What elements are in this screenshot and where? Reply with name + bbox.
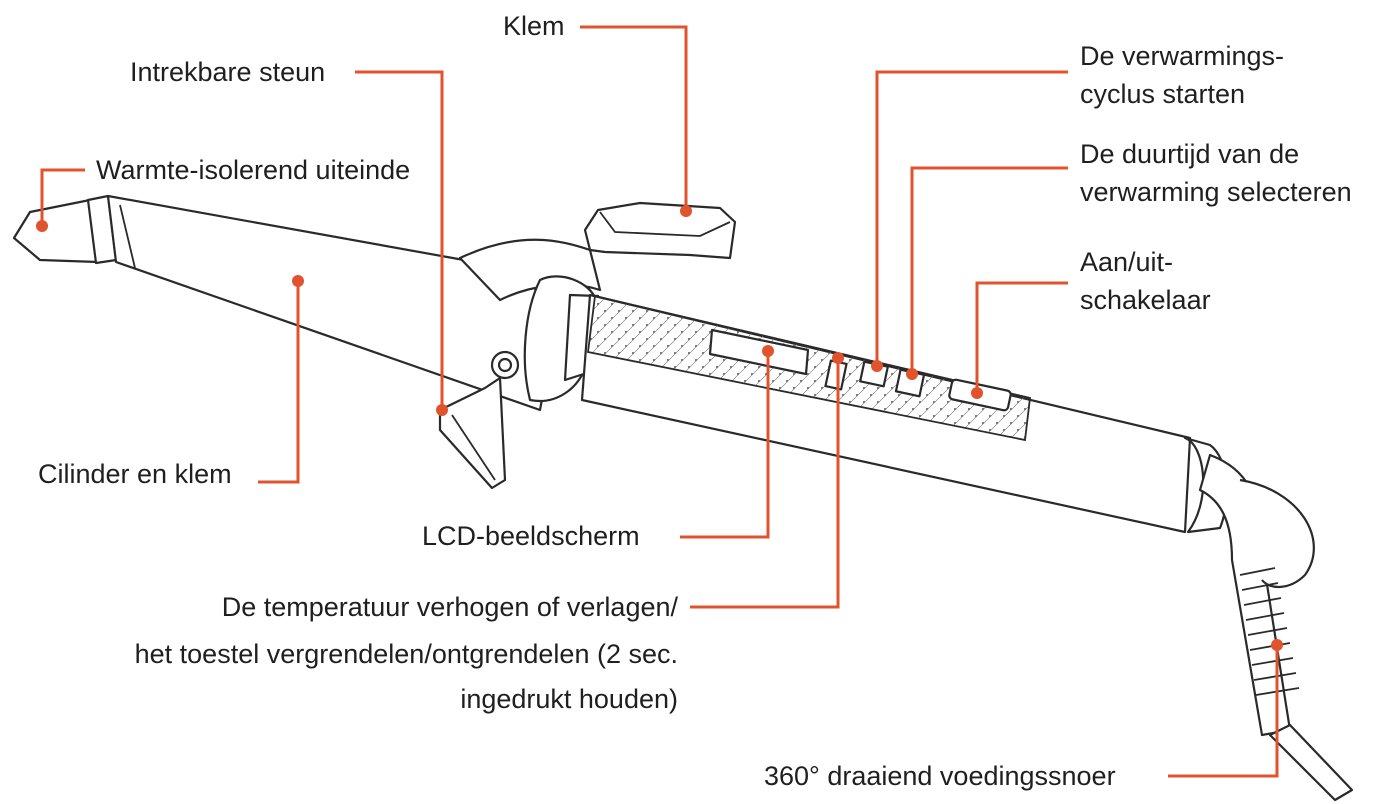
dot-lcd [762,345,774,357]
dot-temperatuur [832,352,844,364]
stand-inner [451,414,496,481]
label-lcd: LCD-beeldscherm [422,521,640,551]
dot-klem [680,205,692,217]
dot-cilinder [292,275,304,287]
label-duurtijd-2: verwarming selecteren [1080,177,1352,207]
barrel [106,194,562,412]
leader-lines [36,25,1283,778]
insulating-tip [12,198,100,264]
label-cyclus-1: De verwarmings- [1080,41,1285,71]
leader-klem [580,25,688,211]
label-warmte-isolerend: Warmte-isolerend uiteinde [96,155,411,185]
dot-intrekbare-steun [436,404,448,416]
label-cyclus-2: cyclus starten [1080,79,1246,109]
label-intrekbare-steun: Intrekbare steun [130,57,326,87]
label-aanuit-2: schakelaar [1080,285,1211,315]
label-temperatuur-2: het toestel vergrendelen/ontgrendelen (2… [134,639,678,669]
clamp-lever-edge [599,211,731,237]
dot-aanuit [971,387,983,399]
label-klem: Klem [503,11,565,41]
dot-duurtijd [906,368,918,380]
dot-cyclus [871,360,883,372]
leader-intrekbare-steun [355,70,444,410]
leader-cilinder [258,281,300,484]
leader-warmte-isolerend [40,168,85,226]
leader-duurtijd [910,166,1068,374]
clamp-arm [458,238,602,302]
retractable-stand [438,376,507,490]
label-snoer: 360° draaiend voedingssnoer [764,761,1116,791]
dot-snoer [1271,639,1283,651]
lcd-screen [708,328,810,376]
leader-lcd [680,351,770,539]
cord-ribs [1239,567,1300,696]
hinge-center [497,357,513,373]
label-temperatuur-1: De temperatuur verhogen of verlagen/ [221,592,678,622]
cord [1268,723,1354,802]
label-aanuit-1: Aan/uit- [1080,247,1174,277]
grip-panel [587,294,1031,442]
leader-temperatuur [690,358,840,609]
label-cilinder: Cilinder en klem [38,459,232,489]
leader-cyclus [875,70,1068,366]
barrel-highlight [119,204,136,269]
leader-aanuit [975,281,1068,393]
clamp-lever [583,201,737,260]
leader-snoer [1168,645,1279,778]
dot-warmte-isolerend [36,220,48,232]
hanging-loop [1239,478,1315,588]
label-temperatuur-3: ingedrukt houden) [460,684,678,714]
label-duurtijd-1: De duurtijd van de [1080,139,1300,169]
